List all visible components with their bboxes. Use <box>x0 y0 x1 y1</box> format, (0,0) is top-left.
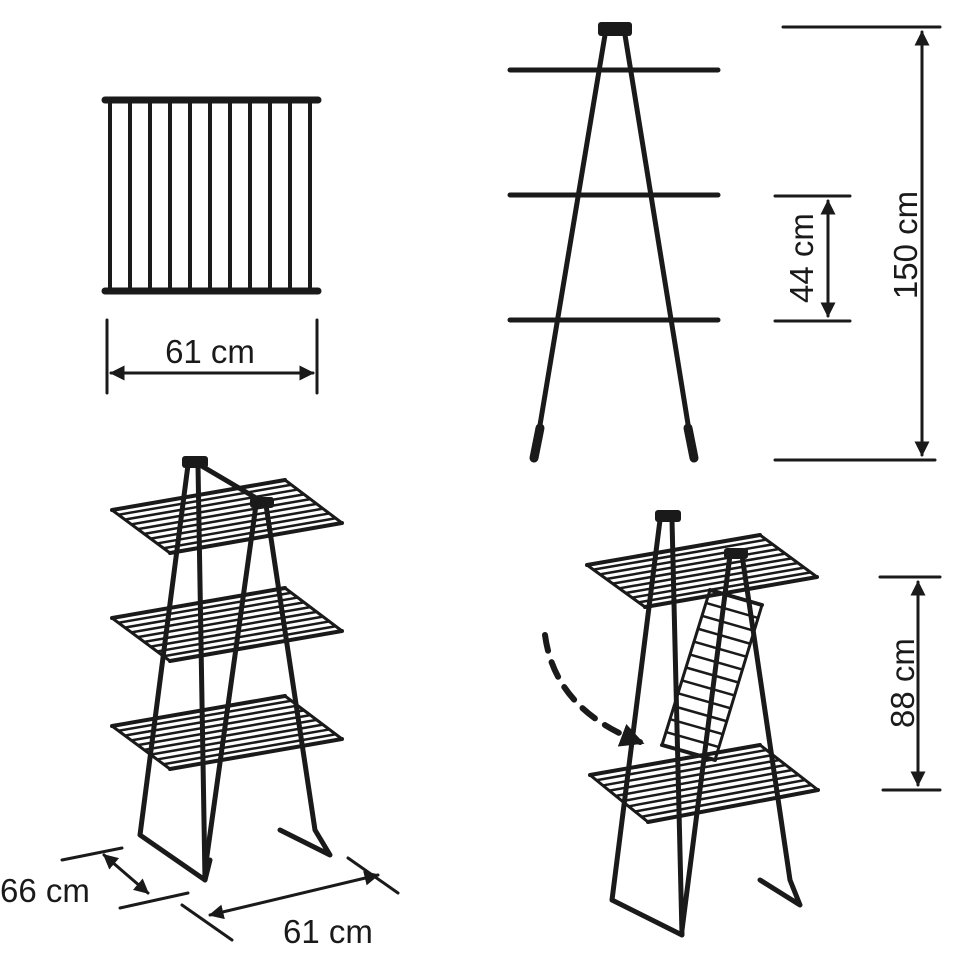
depth-dimension-arrow <box>102 853 150 895</box>
top-hinge-cap <box>655 510 681 522</box>
shelf-side <box>110 508 172 555</box>
slat <box>123 488 299 521</box>
dim-tick <box>118 891 190 910</box>
shelf-rail <box>646 788 820 824</box>
slat <box>117 483 293 517</box>
slat <box>149 723 325 756</box>
front-frame-left <box>137 462 208 883</box>
side-view: 150 cm 44 cm <box>507 22 942 463</box>
shelf-rail <box>168 521 344 555</box>
foot-cap <box>683 423 699 463</box>
top-hinge-cap <box>250 497 274 508</box>
back-frame <box>202 502 333 873</box>
top-hinge-cap <box>724 548 748 559</box>
perspective-width-label: 61 cm <box>283 913 373 950</box>
slat <box>142 502 318 536</box>
slat <box>142 718 318 752</box>
slat <box>627 773 800 808</box>
slat <box>624 561 800 595</box>
slat <box>117 699 293 733</box>
shelf-side <box>283 586 344 633</box>
slat <box>601 753 775 787</box>
folded-height-label: 88 cm <box>884 638 921 728</box>
shelf-rail <box>110 694 287 728</box>
slat <box>700 614 756 633</box>
slat <box>605 547 781 581</box>
leg-left <box>532 32 608 458</box>
slat <box>640 783 813 819</box>
slat <box>630 566 806 599</box>
shelf-side <box>110 616 172 663</box>
shelf-rail <box>708 588 764 607</box>
total-height-label: 150 cm <box>887 191 924 299</box>
shelf-side <box>758 533 819 579</box>
depth-label: 66 cm <box>0 872 90 909</box>
slat <box>155 620 331 653</box>
slat <box>117 591 293 625</box>
shelf-rail <box>168 737 344 771</box>
dim-tick <box>180 903 234 942</box>
slat <box>162 624 337 658</box>
slat <box>672 705 728 723</box>
slat <box>611 552 787 585</box>
dim-tick <box>60 846 124 862</box>
slat <box>595 748 768 782</box>
slat <box>680 679 736 697</box>
top-width-label: 61 cm <box>165 333 255 370</box>
shelf-rail <box>588 743 762 777</box>
shelf-side <box>585 563 647 609</box>
slat <box>696 627 752 645</box>
shelf-side <box>110 724 172 771</box>
slat <box>664 730 721 749</box>
slat <box>620 768 794 803</box>
shelf-spacing-label: 44 cm <box>783 213 820 303</box>
slat <box>155 512 331 545</box>
leg-right <box>622 32 696 458</box>
fold-arrow-icon <box>542 632 645 747</box>
slat <box>130 709 306 742</box>
shelf-rail <box>168 629 344 663</box>
slat <box>130 493 306 526</box>
perspective-view: 66 cm 61 cm <box>0 456 400 950</box>
slat <box>142 610 318 644</box>
slat <box>608 758 781 792</box>
slat <box>592 538 768 571</box>
top-view-slats <box>108 98 312 293</box>
folded-view: 88 cm <box>542 510 942 938</box>
slat <box>130 601 306 634</box>
back-frame <box>679 552 803 933</box>
slat <box>617 557 793 590</box>
slat <box>136 497 312 531</box>
slat <box>123 596 299 629</box>
front-frame <box>609 517 685 938</box>
top-hinge-cap <box>182 456 208 468</box>
top-view: 61 cm <box>101 96 322 395</box>
foot-cap <box>529 423 545 463</box>
slat <box>162 732 337 766</box>
width-dimension-arrow <box>208 870 380 920</box>
shelf-side <box>588 773 650 824</box>
shelf-side <box>283 478 344 525</box>
top-hinge-cap <box>598 22 632 36</box>
slat <box>676 692 732 710</box>
